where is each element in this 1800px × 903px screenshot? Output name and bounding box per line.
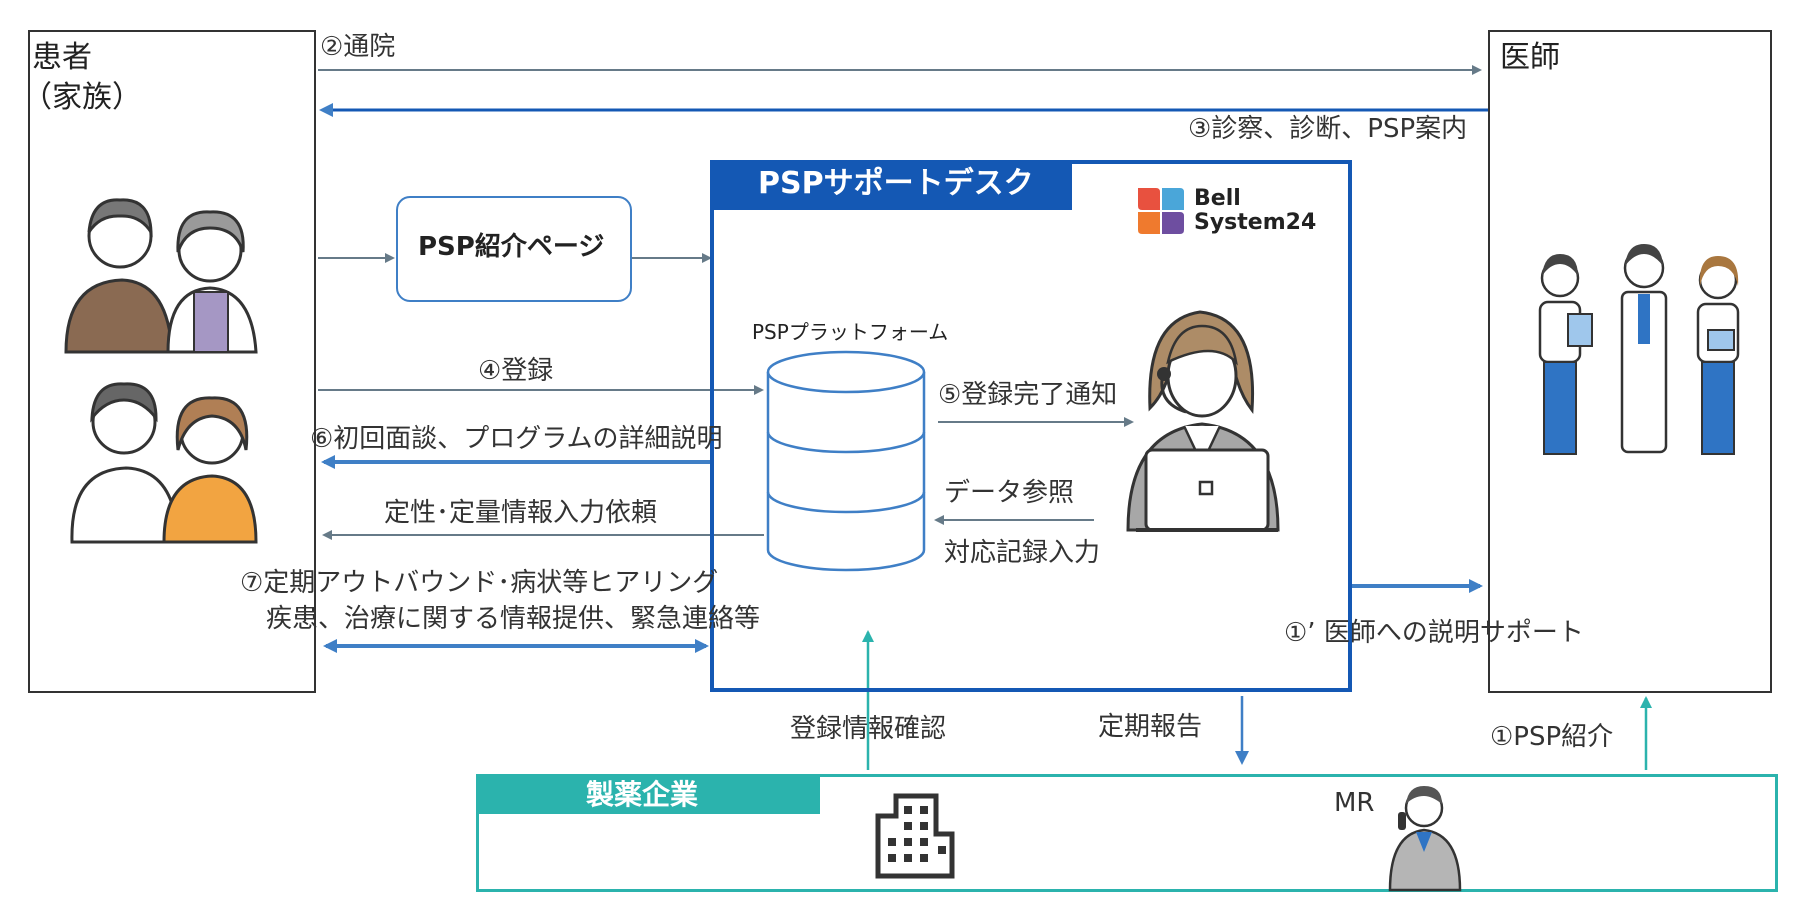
- label-notify: ⑤登録完了通知: [938, 380, 1118, 410]
- label-exam: ③診察、診断、PSP案内: [1188, 114, 1468, 144]
- patient-subtitle: （家族）: [22, 80, 142, 115]
- intro-page-box: [396, 196, 632, 302]
- platform-label: PSPプラットフォーム: [752, 320, 949, 344]
- label-outbound-2: 疾患、治療に関する情報提供、緊急連絡等: [266, 604, 761, 634]
- pharma-title: 製薬企業: [586, 778, 699, 811]
- support-desk-title: PSPサポートデスク: [758, 166, 1034, 201]
- label-report: 定期報告: [1098, 712, 1203, 742]
- logo-text-2: System24: [1194, 210, 1317, 235]
- doctor-title: 医師: [1500, 40, 1560, 75]
- support-desk-header: [710, 160, 1072, 210]
- pharma-box: [476, 774, 1778, 892]
- bellsystem-logo: Bell System24: [1136, 186, 1316, 238]
- label-data-ref: データ参照: [944, 478, 1075, 508]
- mr-label: MR: [1334, 788, 1375, 818]
- pharma-header: [476, 774, 820, 814]
- label-psp-intro: ①PSP紹介: [1490, 722, 1614, 752]
- logo-text-1: Bell: [1194, 186, 1241, 211]
- label-doctor-support: ①’ 医師への説明サポート: [1284, 618, 1584, 648]
- label-interview: ⑥初回面談、プログラムの詳細説明: [310, 424, 723, 454]
- patient-title: 患者: [32, 40, 92, 75]
- support-desk-box: [710, 160, 1352, 692]
- doctor-box: [1488, 30, 1772, 693]
- label-register: ④登録: [478, 356, 554, 386]
- logo-mark-icon: [1138, 188, 1184, 234]
- intro-page-label: PSP紹介ページ: [418, 232, 605, 262]
- label-record: 対応記録入力: [944, 538, 1101, 568]
- label-reg-confirm: 登録情報確認: [790, 714, 947, 744]
- label-visit: ②通院: [320, 32, 396, 62]
- label-outbound-1: ⑦定期アウトバウンド･病状等ヒアリング: [240, 568, 719, 598]
- patient-box: [28, 30, 316, 693]
- label-input-request: 定性･定量情報入力依頼: [384, 498, 658, 528]
